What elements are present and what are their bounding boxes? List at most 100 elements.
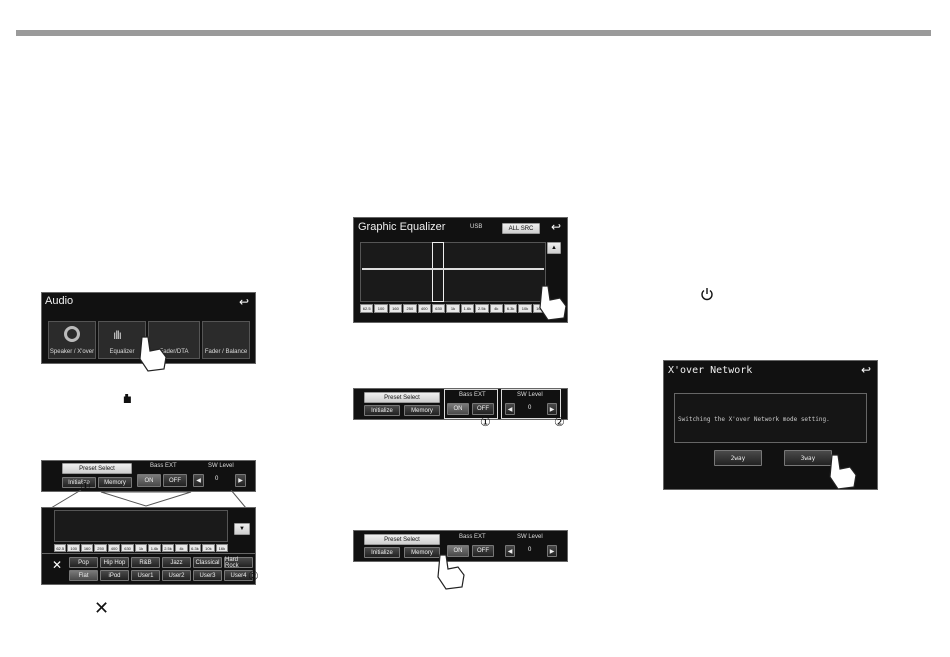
freq-label: 100: [67, 544, 80, 552]
scroll-down-button[interactable]: ▼: [234, 523, 250, 535]
preset-select-button[interactable]: Preset Select: [364, 534, 440, 545]
graphic-eq-title: Graphic Equalizer: [358, 221, 446, 233]
preset-row-1: Pop Hip Hop R&B Jazz Classical Hard Rock: [69, 557, 253, 569]
xover-title: X'over Network: [668, 365, 753, 376]
freq-label: 100: [374, 304, 388, 313]
sw-up-button[interactable]: ▶: [547, 545, 557, 557]
eq-level-line: [362, 268, 544, 270]
bass-off-button[interactable]: OFF: [163, 474, 187, 487]
preset-button[interactable]: Pop: [69, 557, 98, 568]
sw-up-button[interactable]: ▶: [547, 403, 557, 415]
bass-off-button[interactable]: OFF: [472, 545, 494, 557]
connector-lines: [50, 490, 247, 509]
bass-ext-label: Bass EXT: [459, 534, 486, 540]
preset-row-2: Flat iPod User1 User2 User3 User4: [69, 570, 253, 581]
freq-label: 16k: [215, 544, 229, 552]
tile-speaker-xover[interactable]: Speaker / X'over: [48, 321, 96, 359]
preset-button[interactable]: Hard Rock: [224, 557, 253, 569]
bass-on-button[interactable]: ON: [447, 545, 469, 557]
sw-up-button[interactable]: ▶: [235, 474, 246, 487]
freq-label: 400: [107, 544, 121, 552]
freq-label: 630: [121, 544, 134, 552]
scroll-up-button[interactable]: ▲: [547, 242, 561, 254]
sw-down-button[interactable]: ◀: [505, 545, 515, 557]
preset-select-button[interactable]: Preset Select: [364, 392, 440, 403]
tile-fader-balance[interactable]: Fader / Balance: [202, 321, 250, 359]
freq-label: 2.5k: [161, 544, 175, 552]
freq-label: 400: [417, 304, 431, 313]
header-bar: [16, 30, 931, 36]
sw-down-button[interactable]: ◀: [193, 474, 204, 487]
freq-label: 6.3k: [503, 304, 518, 313]
freq-label: 62.5: [54, 544, 67, 552]
freq-label: 4k: [489, 304, 503, 313]
preset-button[interactable]: Classical: [193, 557, 222, 568]
eq-slider-grid[interactable]: [54, 510, 228, 542]
initialize-button[interactable]: Initialize: [62, 477, 96, 488]
marker-one: ①: [480, 415, 491, 429]
all-src-button[interactable]: ALL SRC: [502, 223, 540, 234]
initialize-button[interactable]: Initialize: [364, 547, 400, 558]
graphic-eq-panel: Graphic Equalizer USB ALL SRC ↩ ▲ 62.5 1…: [353, 217, 568, 323]
memory-button[interactable]: Memory: [404, 405, 440, 416]
freq-label: 10k: [518, 304, 532, 313]
freq-label: 10k: [202, 544, 215, 552]
preset-button[interactable]: Flat: [69, 570, 98, 581]
freq-label: 1.6k: [460, 304, 475, 313]
xover-panel: X'over Network ↩ Switching the X'over Ne…: [663, 360, 878, 490]
preset-select-button[interactable]: Preset Select: [62, 463, 132, 474]
preset-panel: ✕ Pop Hip Hop R&B Jazz Classical Hard Ro…: [41, 553, 259, 585]
two-way-button[interactable]: 2way: [714, 450, 762, 466]
audio-panel: Audio ↩ Speaker / X'over ıllı Equalizer …: [41, 292, 256, 372]
preset-button[interactable]: User1: [131, 570, 160, 581]
back-icon[interactable]: ↩: [860, 363, 871, 377]
hand-pointer-icon: [539, 285, 567, 320]
sw-down-button[interactable]: ◀: [505, 403, 515, 415]
preset-button[interactable]: User2: [162, 570, 191, 581]
equalizer-icon: ıllı: [113, 328, 122, 342]
preset-button[interactable]: User4: [224, 570, 253, 581]
eq-slider-grid[interactable]: [360, 242, 546, 302]
initialize-button[interactable]: Initialize: [364, 405, 400, 416]
sw-level-label: SW Level: [517, 392, 543, 398]
freq-label: 1k: [446, 304, 460, 313]
controls-panel-mid: Preset Select Initialize Memory Bass EXT…: [353, 388, 568, 429]
bass-ext-label: Bass EXT: [459, 392, 486, 398]
preset-button[interactable]: Hip Hop: [100, 557, 129, 568]
marker-two: ②: [248, 569, 259, 583]
hand-pointer-icon: [437, 554, 465, 590]
eq-highlight-band: [432, 242, 444, 302]
preset-button[interactable]: Jazz: [162, 557, 191, 568]
sw-level-label: SW Level: [208, 463, 234, 469]
marker-one: ①: [80, 479, 91, 493]
eq-panel-left: ▼ 62.5 100 160 250 400 630 1k 1.6k 2.5k …: [41, 507, 256, 554]
controls-panel-left: Preset Select Initialize Memory Bass EXT…: [41, 460, 256, 493]
freq-label: 250: [94, 544, 107, 552]
sw-value: 0: [215, 476, 219, 482]
bass-on-button[interactable]: ON: [447, 403, 469, 415]
freq-label: 250: [403, 304, 417, 313]
memory-button[interactable]: Memory: [98, 477, 132, 488]
sw-level-label: SW Level: [517, 534, 543, 540]
memory-button[interactable]: Memory: [404, 547, 440, 558]
tile-label: Equalizer: [109, 349, 135, 355]
freq-label: 160: [80, 544, 94, 552]
controls-panel-bottom: Preset Select Initialize Memory Bass EXT…: [353, 530, 568, 590]
tile-equalizer[interactable]: ıllı Equalizer: [98, 321, 146, 359]
preset-button[interactable]: iPod: [100, 570, 129, 581]
back-icon[interactable]: ↩: [238, 295, 249, 309]
bass-on-button[interactable]: ON: [137, 474, 161, 487]
close-icon[interactable]: ✕: [52, 558, 63, 572]
back-icon[interactable]: ↩: [550, 220, 561, 234]
preset-button[interactable]: R&B: [131, 557, 160, 568]
xover-message: Switching the X'over Network mode settin…: [678, 416, 830, 423]
power-icon: [701, 288, 713, 301]
bass-off-button[interactable]: OFF: [472, 403, 494, 415]
freq-row: 62.5 100 160 250 400 630 1k 1.6k 2.5k 4k…: [54, 544, 229, 552]
tile-label: Fader/DTA: [159, 349, 189, 355]
preset-button[interactable]: User3: [193, 570, 222, 581]
message-box: [674, 393, 867, 443]
hand-pointer-icon: [829, 454, 857, 489]
bass-ext-box: [444, 389, 498, 419]
audio-title: Audio: [45, 295, 74, 307]
